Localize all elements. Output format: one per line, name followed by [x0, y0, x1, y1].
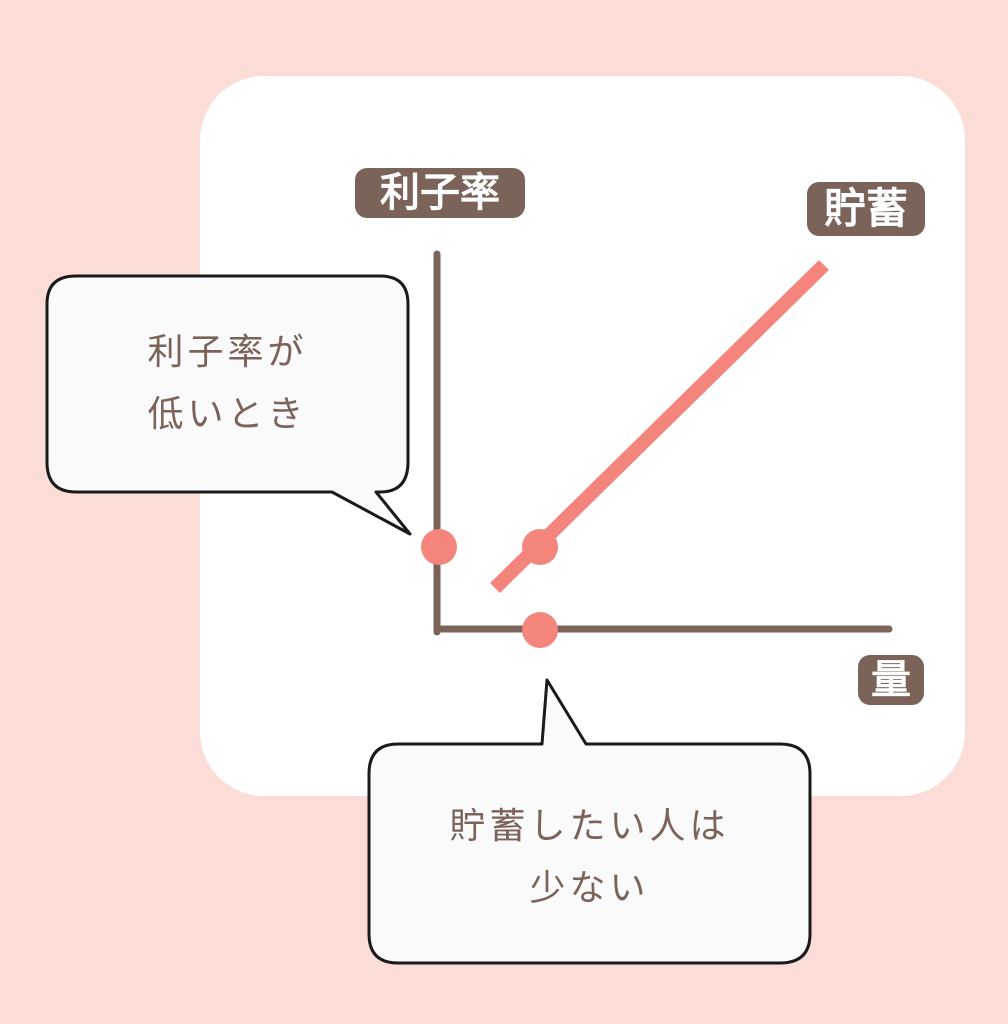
bottom-bubble-line1: 貯蓄したい人は — [449, 806, 730, 847]
left-speech-bubble — [45, 274, 412, 536]
bottom-bubble-line2: 少ない — [529, 868, 650, 909]
quantity-point — [522, 612, 558, 648]
bottom-speech-bubble — [367, 678, 812, 965]
intersection-point — [522, 529, 558, 565]
y-axis-label: 利子率 — [355, 168, 525, 218]
bottom-bubble-text: 貯蓄したい人は 少ない — [372, 796, 807, 920]
left-bubble-line2: 低いとき — [147, 394, 308, 435]
left-bubble-line1: 利子率が — [147, 332, 308, 373]
savings-line-label: 貯蓄 — [807, 182, 925, 236]
x-axis-label: 量 — [858, 655, 924, 705]
interest-rate-point — [421, 529, 457, 565]
left-bubble-text: 利子率が 低いとき — [50, 322, 405, 446]
